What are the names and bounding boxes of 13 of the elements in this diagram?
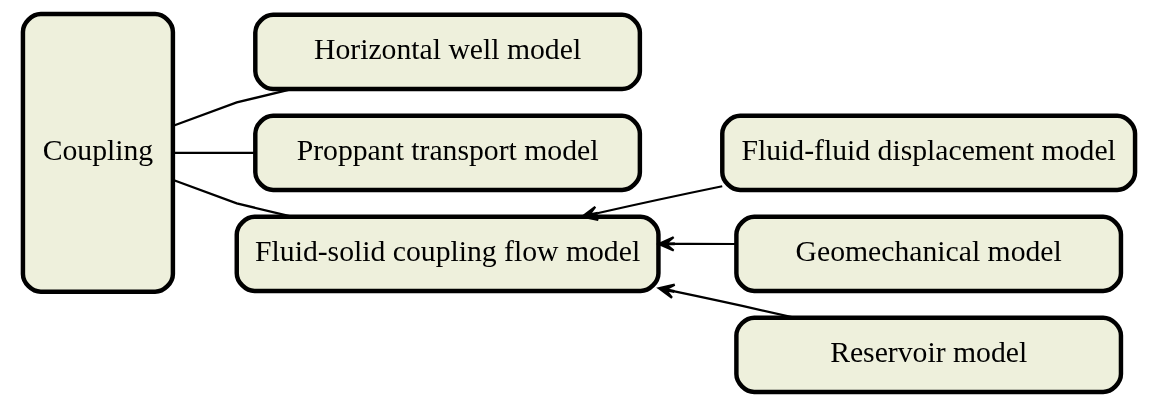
arrow <box>657 236 736 252</box>
node-box: Horizontal well model <box>252 12 642 92</box>
node-box: Geomechanical model <box>733 214 1123 294</box>
arrow <box>657 283 794 319</box>
connector <box>172 179 292 218</box>
arrow <box>580 185 722 221</box>
node-box: Proppant transport model <box>252 113 642 193</box>
connector <box>172 151 255 154</box>
connector <box>172 88 292 127</box>
node-box: Coupling <box>20 11 175 294</box>
node-box: Reservoir model <box>733 315 1123 395</box>
node-box: Fluid-solid coupling flow model <box>234 214 661 294</box>
node-box: Fluid-fluid displacement model <box>719 113 1137 193</box>
